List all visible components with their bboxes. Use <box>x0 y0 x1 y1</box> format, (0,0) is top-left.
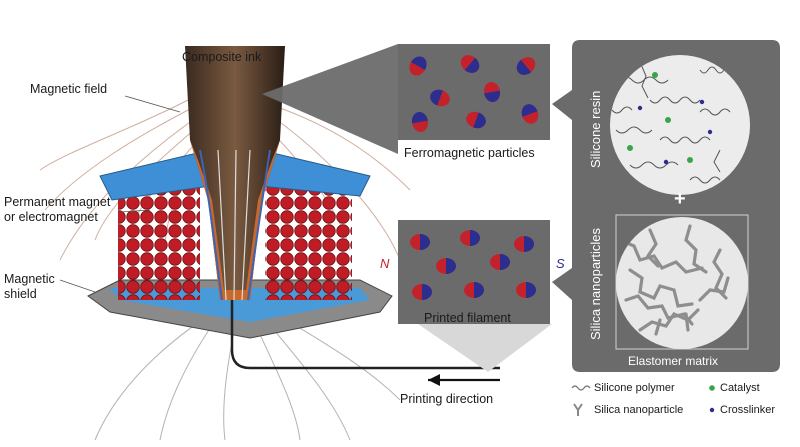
permanent-magnet-label: Permanent magnet or electromagnet <box>4 195 111 224</box>
south-label: S <box>556 256 565 271</box>
printed-filament-label: Printed filament <box>424 311 511 325</box>
aligned-particles <box>410 230 536 300</box>
magnetic-field-label: Magnetic field <box>30 82 108 96</box>
magnetic-shield-label: Magnetic shield <box>4 272 55 301</box>
green-dot-icon <box>709 385 715 391</box>
plus-sign: + <box>674 188 686 210</box>
blue-dot-icon <box>709 407 715 413</box>
composite-ink-label: Composite ink <box>182 50 262 64</box>
silica-nanoparticles-label: Silica nanoparticles <box>588 227 603 340</box>
catalyst-dots <box>627 72 693 163</box>
printed-filament-line <box>230 300 500 370</box>
ferromagnetic-particles-label: Ferromagnetic particles <box>404 146 535 160</box>
wavy-line-icon <box>571 385 591 391</box>
silicone-resin-circle <box>610 55 750 195</box>
branch-icon <box>573 403 583 416</box>
silica-network-circle <box>616 217 748 349</box>
nozzle <box>185 46 285 301</box>
legend-crosslinker: Crosslinker <box>720 404 776 416</box>
printing-direction-label: Printing direction <box>400 392 494 406</box>
legend-silica-nanoparticle: Silica nanoparticle <box>594 404 684 416</box>
printing-direction-arrow <box>428 374 500 386</box>
legend-silicone-polymer: Silicone polymer <box>594 382 675 394</box>
crosslinker-dots <box>637 99 713 165</box>
silicone-resin-label: Silicone resin <box>588 90 603 168</box>
legend-catalyst: Catalyst <box>720 382 760 394</box>
north-label: N <box>380 256 390 271</box>
ferromagnetic-particles <box>409 55 539 132</box>
elastomer-matrix-label: Elastomer matrix <box>628 354 719 368</box>
